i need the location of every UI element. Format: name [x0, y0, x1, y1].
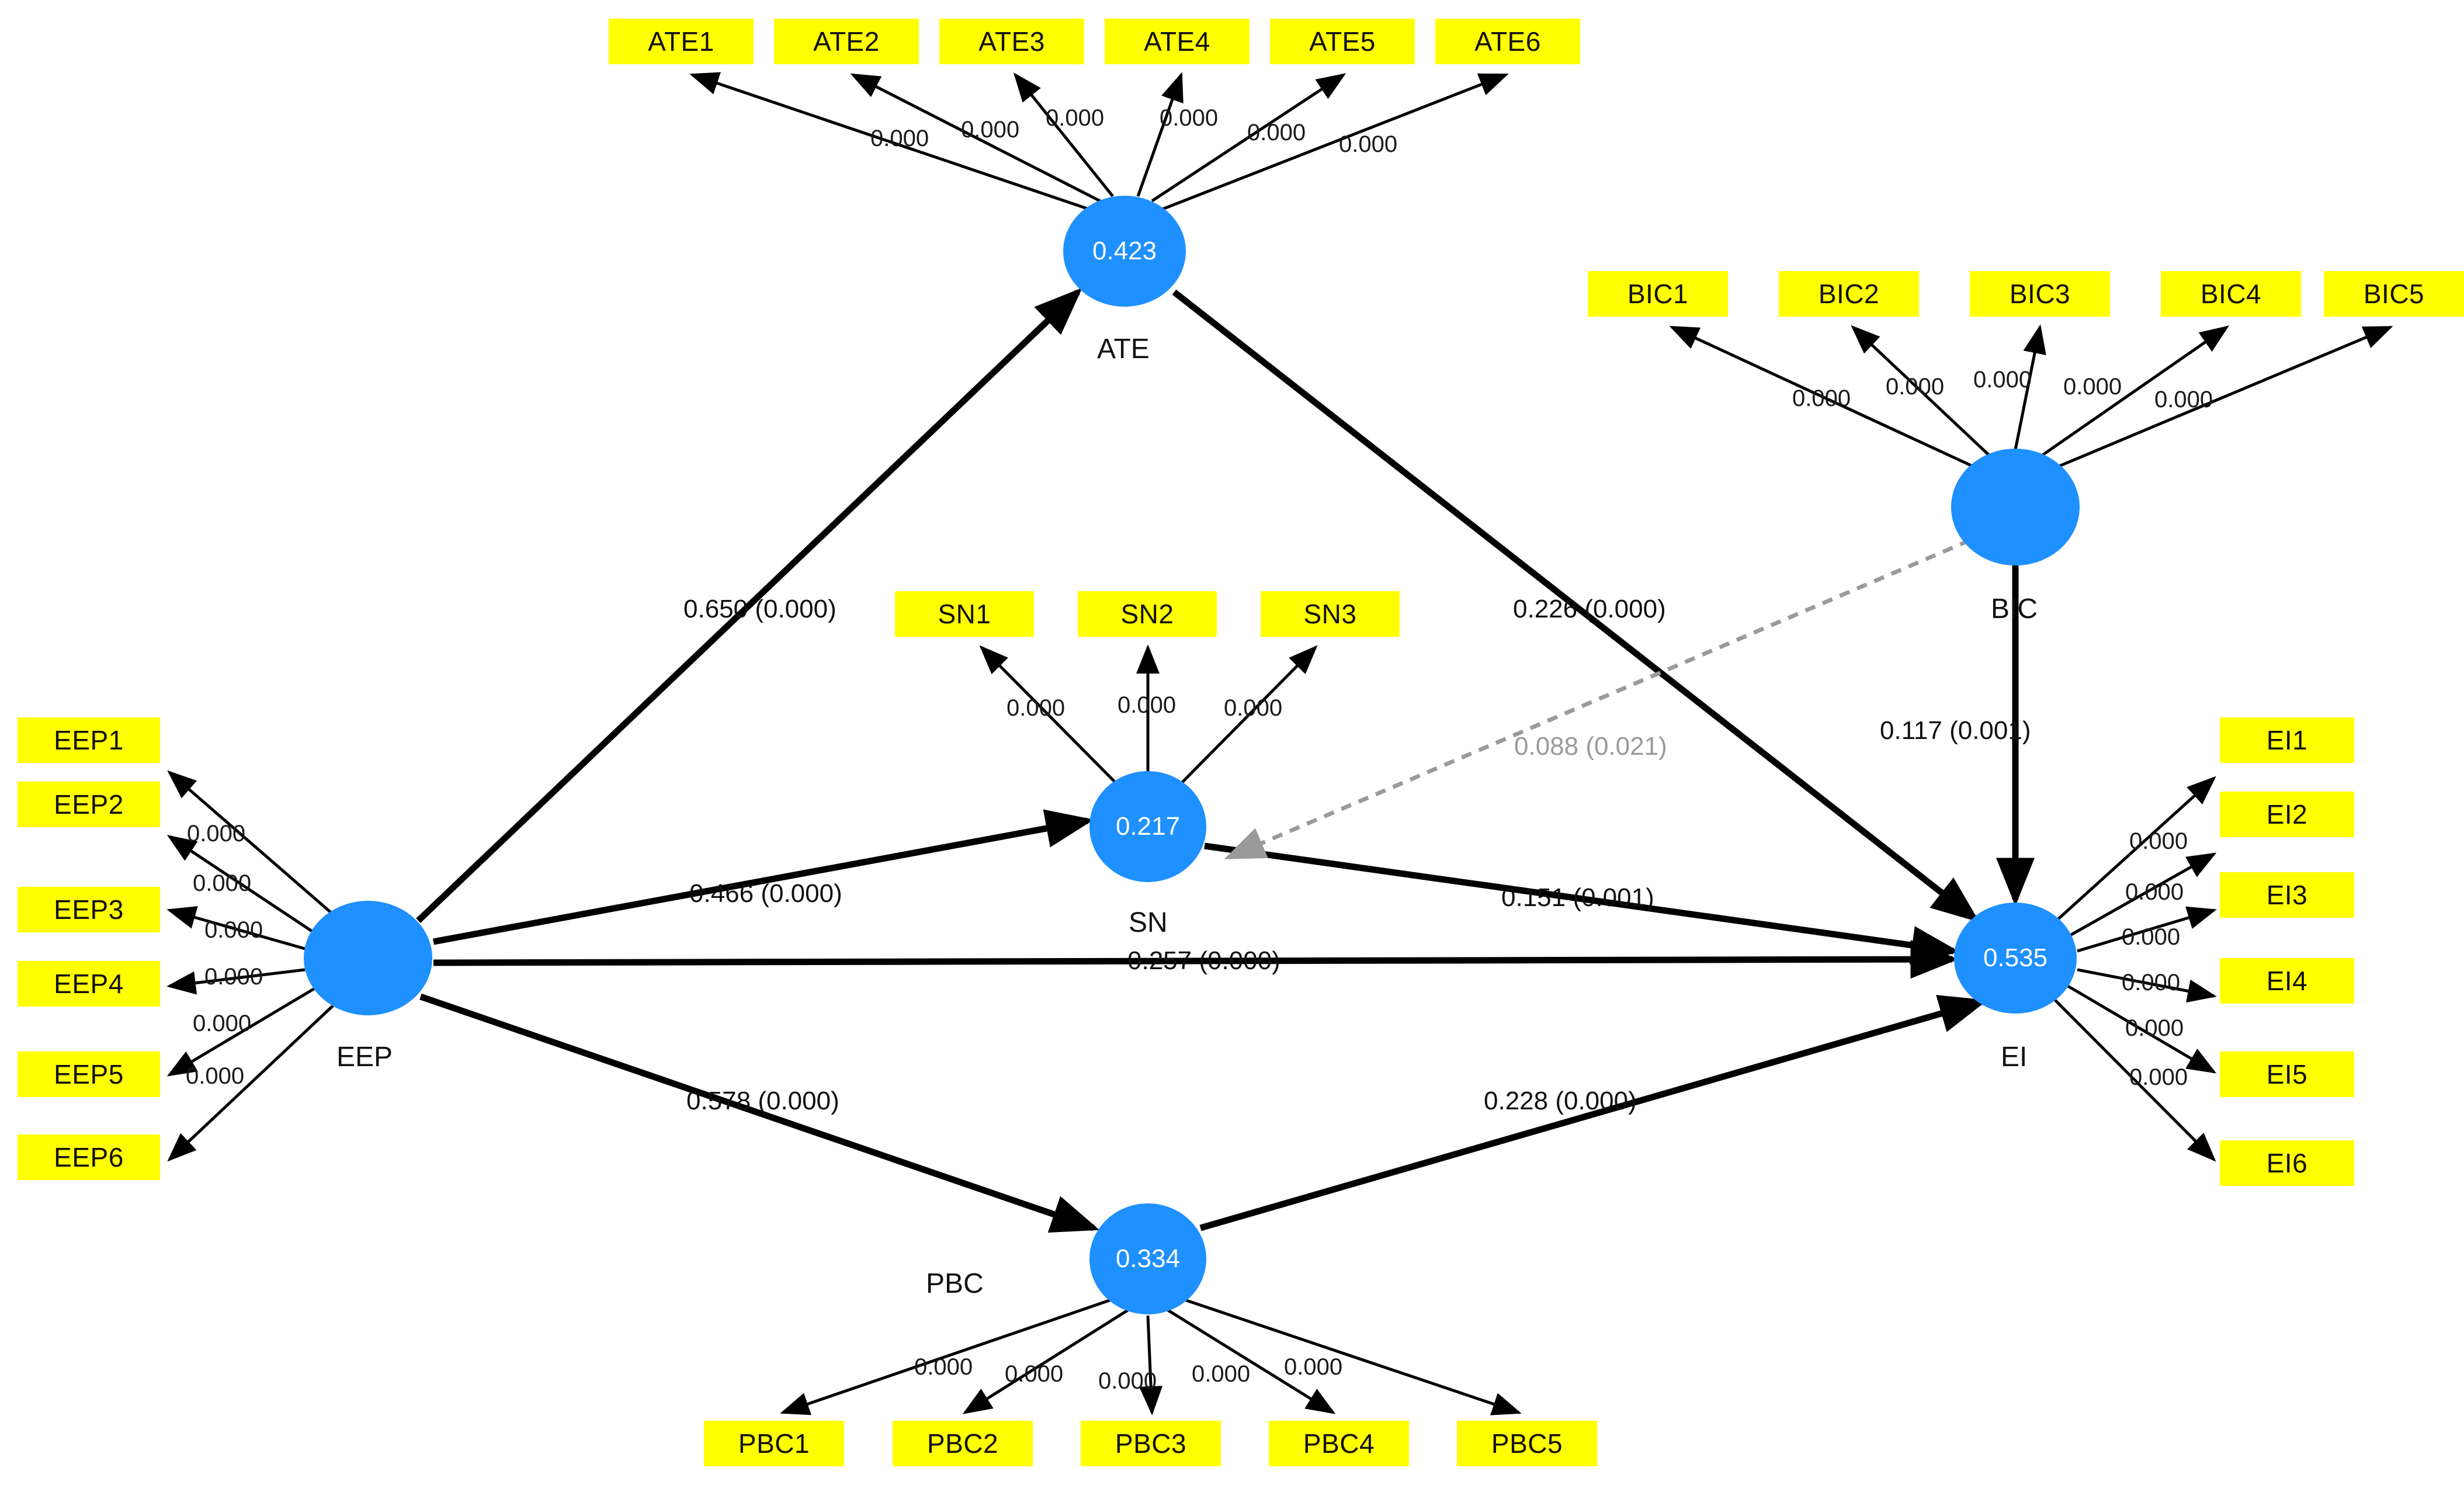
construct-node-sn[interactable]: 0.217 [1089, 771, 1206, 882]
path-eep-sn [433, 809, 1094, 945]
indicator-box-ei3[interactable]: EI3 [2220, 872, 2354, 918]
outer-loading-label-bic5: 0.000 [2154, 387, 2213, 412]
outer-loading-label-ei5: 0.000 [2125, 1015, 2184, 1041]
indicator-box-pbc3[interactable]: PBC3 [1081, 1421, 1221, 1466]
indicator-box-ei6[interactable]: EI6 [2220, 1140, 2354, 1186]
indicator-box-eep3[interactable]: EEP3 [18, 887, 160, 932]
outer-loading-label-eep1: 0.000 [187, 821, 246, 846]
outer-loading-label-pbc5: 0.000 [1284, 1354, 1343, 1380]
path-coefficient-label-eep-pbc: 0.578 (0.000) [686, 1087, 839, 1115]
indicator-box-pbc1[interactable]: PBC1 [704, 1421, 844, 1466]
indicator-box-eep4[interactable]: EEP4 [18, 961, 160, 1007]
outer-loading-label-bic4: 0.000 [2063, 374, 2122, 400]
indicator-box-bic5[interactable]: BIC5 [2324, 271, 2464, 317]
construct-name-label-ate: ATE [1097, 334, 1150, 365]
path-eep-ate [416, 287, 1082, 923]
path-eep-ei [433, 940, 1959, 979]
construct-name-label-ei: EI [2001, 1042, 2028, 1073]
path-pbc-ei [1199, 995, 1988, 1231]
construct-name-label-pbc: PBC [926, 1268, 984, 1299]
measurement-arrows-pbc [780, 1298, 1522, 1415]
construct-node-ei[interactable]: 0.535 [1954, 903, 2077, 1014]
construct-node-ate[interactable]: 0.423 [1063, 196, 1186, 307]
path-bic-sn-nonsignificant [1224, 538, 1971, 860]
indicator-box-ate5[interactable]: ATE5 [1270, 19, 1415, 64]
indicator-box-pbc4[interactable]: PBC4 [1269, 1421, 1409, 1466]
outer-loading-label-eep4: 0.000 [204, 964, 263, 990]
outer-loading-label-ei2: 0.000 [2125, 879, 2184, 905]
indicator-box-ate2[interactable]: ATE2 [774, 19, 919, 64]
indicator-box-bic1[interactable]: BIC1 [1588, 271, 1728, 317]
construct-name-label-sn: SN [1129, 907, 1168, 938]
path-coefficient-label-eep-ate: 0.650 (0.000) [683, 595, 837, 623]
indicator-box-sn1[interactable]: SN1 [895, 591, 1034, 637]
path-coefficient-label-ate-ei: 0.226 (0.000) [1513, 595, 1666, 623]
structural-paths [416, 287, 2035, 1233]
path-coefficient-label-bic-ei: 0.117 (0.001) [1880, 716, 2031, 745]
measurement-arrows-ate [689, 72, 1509, 212]
path-eep-pbc [419, 993, 1100, 1233]
construct-name-label-eep: EEP [336, 1042, 393, 1073]
outer-loading-label-ate4: 0.000 [1160, 105, 1219, 131]
path-coefficient-label-pbc-ei: 0.228 (0.000) [1484, 1087, 1637, 1115]
indicator-box-bic4[interactable]: BIC4 [2161, 271, 2301, 317]
outer-loading-label-pbc4: 0.000 [1192, 1361, 1251, 1387]
outer-loading-label-sn3: 0.000 [1224, 695, 1283, 721]
indicator-box-eep1[interactable]: EEP1 [18, 717, 160, 763]
measurement-arrows-bic [1669, 324, 2393, 472]
outer-loading-label-ei6: 0.000 [2129, 1064, 2188, 1090]
indicator-box-ate6[interactable]: ATE6 [1435, 19, 1580, 64]
path-coefficient-label-eep-ei: 0.257 (0.000) [1127, 946, 1280, 975]
measurement-arrows-ei [2053, 776, 2217, 1162]
outer-loading-label-ate3: 0.000 [1046, 105, 1105, 131]
indicator-box-eep2[interactable]: EEP2 [18, 782, 160, 827]
outer-loading-label-bic3: 0.000 [1973, 367, 2032, 393]
outer-loading-label-ei1: 0.000 [2129, 828, 2188, 854]
outer-loading-label-eep2: 0.000 [193, 870, 252, 896]
indicator-box-ei2[interactable]: EI2 [2220, 792, 2354, 837]
path-ate-ei [1172, 289, 1980, 922]
outer-loading-label-ei4: 0.000 [2122, 970, 2181, 995]
outer-loading-label-pbc1: 0.000 [914, 1354, 973, 1380]
indicator-box-ei5[interactable]: EI5 [2220, 1052, 2354, 1097]
outer-loading-label-ate2: 0.000 [961, 117, 1020, 143]
path-sn-ei [1204, 842, 1960, 964]
outer-loading-label-eep6: 0.000 [186, 1063, 245, 1089]
outer-loading-label-sn1: 0.000 [1007, 695, 1066, 721]
construct-name-label-bic: BIC [1991, 594, 2038, 624]
indicator-box-bic2[interactable]: BIC2 [1779, 271, 1919, 317]
outer-loading-label-eep5: 0.000 [193, 1011, 252, 1036]
measurement-arrows-sn [979, 644, 1318, 787]
path-coefficient-label-eep-sn: 0.466 (0.000) [689, 879, 842, 908]
indicator-box-eep6[interactable]: EEP6 [18, 1134, 160, 1180]
measurement-arrows-eep [166, 770, 339, 1162]
outer-loading-label-ate1: 0.000 [870, 126, 929, 151]
construct-node-bic[interactable] [1951, 449, 2080, 565]
outer-loading-label-ate6: 0.000 [1339, 131, 1398, 157]
path-coefficient-label-sn-ei: 0.151 (0.001) [1501, 883, 1654, 912]
outer-loading-label-bic2: 0.000 [1886, 374, 1945, 400]
outer-loading-label-pbc2: 0.000 [1005, 1361, 1064, 1387]
outer-loading-label-bic1: 0.000 [1792, 386, 1851, 411]
indicator-box-ate1[interactable]: ATE1 [609, 19, 754, 64]
indicator-box-ate3[interactable]: ATE3 [939, 19, 1084, 64]
indicator-box-eep5[interactable]: EEP5 [18, 1052, 160, 1097]
indicator-box-ate4[interactable]: ATE4 [1105, 19, 1250, 64]
indicator-box-pbc2[interactable]: PBC2 [893, 1421, 1033, 1466]
indicator-box-pbc5[interactable]: PBC5 [1457, 1421, 1597, 1466]
outer-loading-label-sn2: 0.000 [1118, 692, 1177, 718]
outer-loading-label-ate5: 0.000 [1247, 120, 1306, 145]
indicator-box-bic3[interactable]: BIC3 [1970, 271, 2110, 317]
indicator-box-sn3[interactable]: SN3 [1261, 591, 1400, 637]
construct-node-pbc[interactable]: 0.334 [1089, 1203, 1206, 1314]
outer-loading-label-ei3: 0.000 [2122, 924, 2181, 950]
construct-node-eep[interactable] [304, 901, 432, 1015]
indicator-box-ei4[interactable]: EI4 [2220, 958, 2354, 1004]
indicator-box-sn2[interactable]: SN2 [1078, 591, 1217, 637]
outer-loading-label-eep3: 0.000 [204, 917, 263, 943]
path-coefficient-label-bic-sn: 0.088 (0.021) [1514, 732, 1667, 761]
outer-loading-label-pbc3: 0.000 [1098, 1368, 1157, 1394]
indicator-box-ei1[interactable]: EI1 [2220, 717, 2354, 763]
